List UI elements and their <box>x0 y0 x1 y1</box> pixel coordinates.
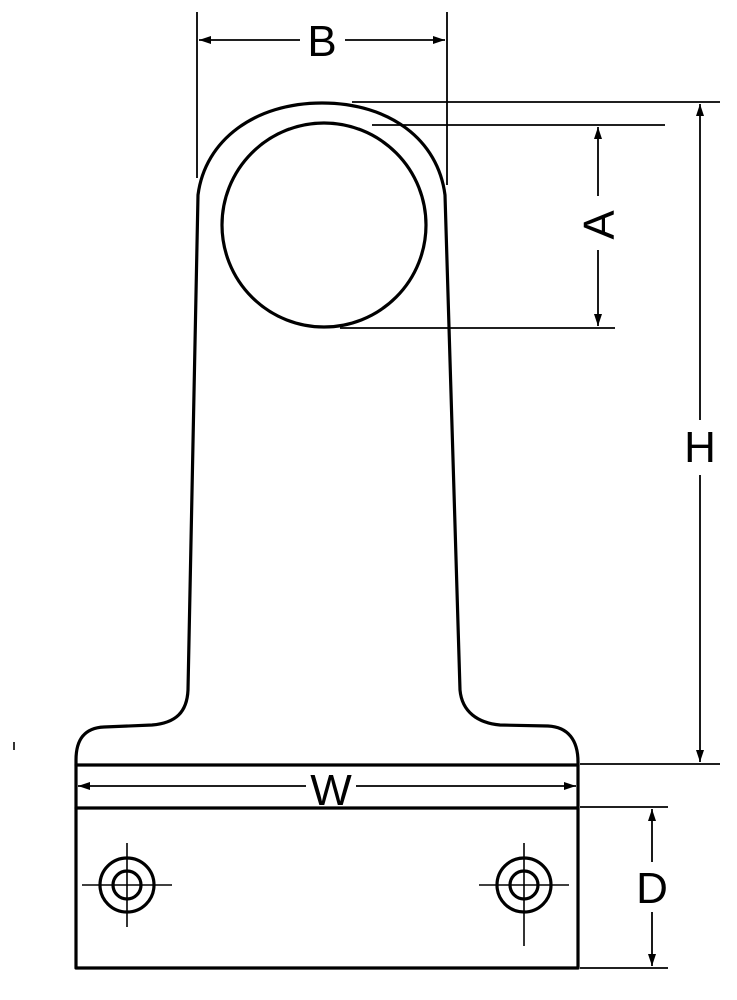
bracket-outline <box>74 101 580 970</box>
dimension-d: D <box>580 806 668 969</box>
dimension-h-label: H <box>684 423 716 472</box>
dimension-a: A <box>340 124 665 329</box>
dimension-b: B <box>196 12 448 185</box>
dimension-b-label: B <box>307 17 336 66</box>
mounting-hole-right <box>479 843 569 946</box>
mounting-hole-left <box>82 843 172 927</box>
dimension-w: W <box>78 766 576 815</box>
dimension-h: H <box>352 101 720 765</box>
dimension-d-label: D <box>636 864 668 913</box>
dimension-a-label: A <box>575 210 624 240</box>
ring-hole <box>220 121 428 329</box>
dimension-w-label: W <box>310 766 352 815</box>
